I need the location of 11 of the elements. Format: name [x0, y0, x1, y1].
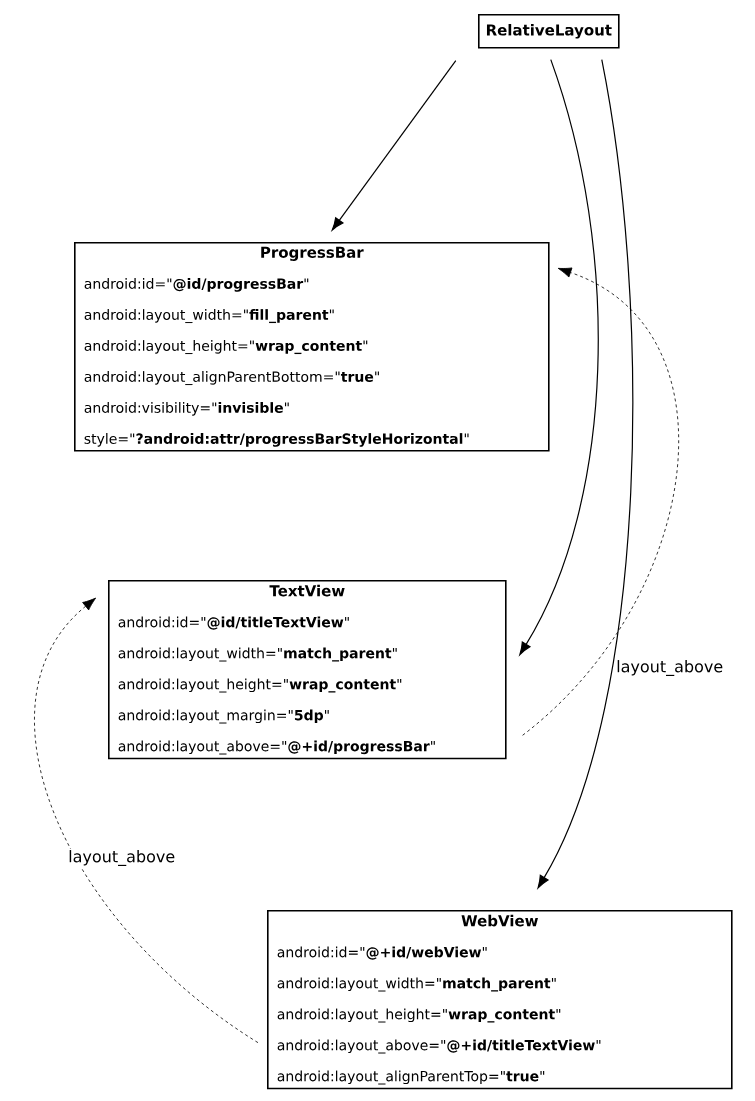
arrow: [331, 60, 457, 231]
element-box: ProgressBar android:id="@id/progressBar" android:layout_width="fill_parent" android:layout_height="wrap_content" android:layout_alignParentBottom="true" android:visibility="invisible" style="?android:attr/progressBarStyleHorizontal": [74, 242, 550, 452]
edge-label: layout_above: [67, 849, 177, 867]
arrow: [519, 59, 599, 656]
element-box: TextView android:id="@id/titleTextView" android:layout_width="match_parent" android:layout_height="wrap_content" android:layout_margin="5dp" android:layout_above="@+id/progressBar": [108, 580, 507, 760]
edge-label: layout_above: [615, 659, 725, 677]
element-box: WebView android:id="@+id/webView" android:layout_width="match_parent" android:layout_height="wrap_content" android:layout_above="@+id/titleTextView" android:layout_alignParentTop="true": [267, 910, 733, 1090]
arrow: [522, 267, 679, 736]
arrow: [537, 59, 634, 889]
element-box: RelativeLayout: [478, 14, 620, 49]
arrow: [34, 597, 259, 1044]
